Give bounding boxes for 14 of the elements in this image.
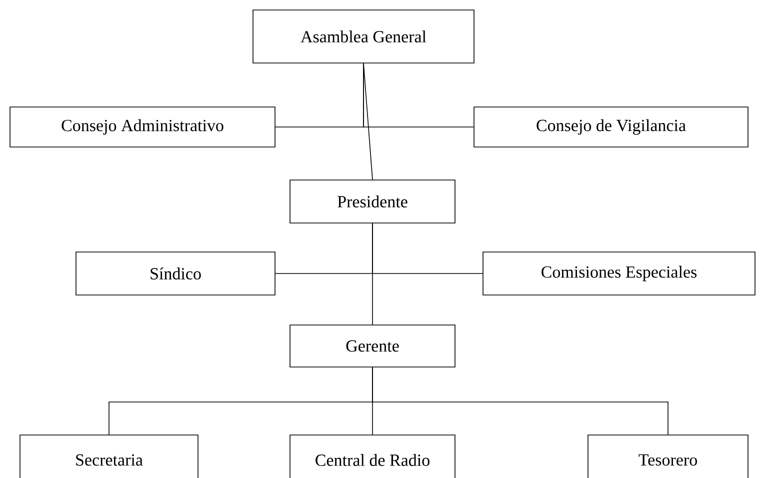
connector-line [372, 222, 373, 325]
connector-line [372, 367, 668, 435]
org-box: Consejo de Vigilancia [474, 106, 748, 148]
org-box: Comisiones Especiales [482, 252, 756, 296]
org-box: Secretaria [20, 434, 198, 478]
org-box: Tesorero [588, 434, 748, 478]
org-box: Presidente [290, 180, 456, 224]
org-box: Síndico [76, 252, 276, 296]
connector-line [363, 63, 474, 128]
connector-line [363, 63, 373, 180]
org-box: Consejo Administrativo [10, 106, 276, 148]
org-box: Gerente [290, 324, 456, 368]
org-box: Central de Radio [290, 434, 456, 478]
org-box: Asamblea General [252, 10, 474, 64]
